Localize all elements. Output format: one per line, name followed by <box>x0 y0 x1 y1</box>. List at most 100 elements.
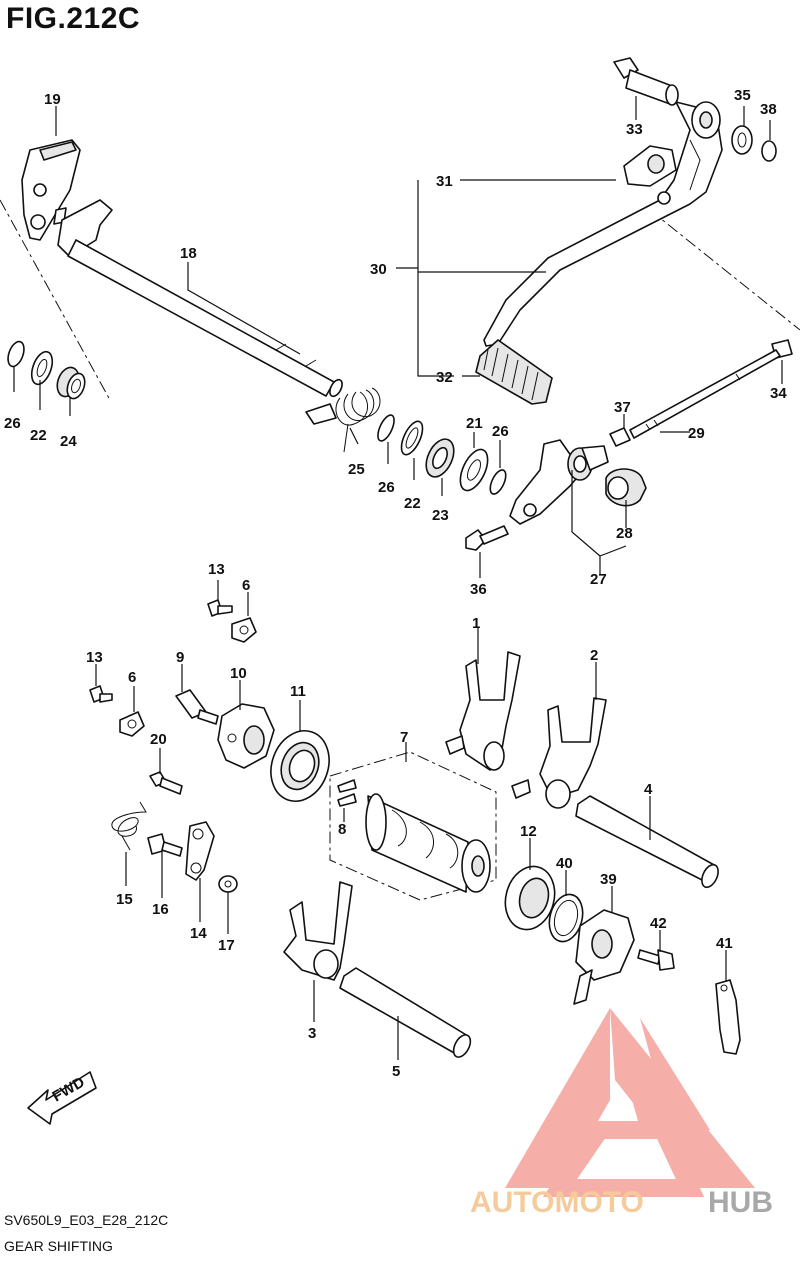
callout-22-left: 22 <box>30 427 47 444</box>
callout-26-left: 26 <box>4 415 21 432</box>
part-10-cam-stopper <box>217 703 275 769</box>
part-41-clamp <box>715 979 741 1055</box>
callout-28: 28 <box>616 525 633 542</box>
part-32-pedal-rubber <box>475 339 553 405</box>
callout-2: 2 <box>590 647 598 664</box>
part-39-gear-position-sensor <box>573 909 635 1005</box>
callout-11: 11 <box>290 683 306 700</box>
callout-29: 29 <box>688 425 705 442</box>
part-18-shift-shaft <box>57 199 343 398</box>
part-31-rod-end <box>623 145 677 187</box>
callout-37: 37 <box>614 399 631 416</box>
part-19-shift-plate <box>21 139 81 241</box>
part-26-clip-right <box>489 469 507 495</box>
callout-17: 17 <box>218 937 235 954</box>
part-26-clip-left <box>7 340 25 368</box>
part-14-lever <box>185 821 215 881</box>
callout-13-upper: 13 <box>208 561 225 578</box>
callout-40: 40 <box>556 855 573 872</box>
callout-labels: 19 18 26 22 24 25 26 22 23 21 26 37 29 3… <box>4 87 787 1080</box>
callout-25: 25 <box>348 461 365 478</box>
watermark-text-2: HUB <box>708 1186 773 1219</box>
part-15-spring <box>111 801 147 851</box>
callout-19: 19 <box>44 91 61 108</box>
part-35-washer <box>731 125 753 155</box>
part-1-shift-fork <box>445 651 521 771</box>
callout-10: 10 <box>230 665 247 682</box>
guide-line-left <box>0 199 111 401</box>
callout-42: 42 <box>650 915 667 932</box>
callout-14: 14 <box>190 925 207 942</box>
part-5-fork-shaft <box>339 967 472 1058</box>
callout-15: 15 <box>116 891 133 908</box>
callout-26-mid: 26 <box>378 479 395 496</box>
callout-24: 24 <box>60 433 77 450</box>
part-36-bolt <box>465 525 509 551</box>
guide-line-right <box>649 209 800 331</box>
callout-36: 36 <box>470 581 487 598</box>
callout-30: 30 <box>370 261 387 278</box>
callout-5: 5 <box>392 1063 400 1080</box>
part-42-bolt <box>637 949 675 971</box>
callout-34: 34 <box>770 385 787 402</box>
watermark-logo: AUTOMOTO HUB <box>470 1008 773 1219</box>
footer-description: GEAR SHIFTING <box>4 1238 113 1254</box>
part-22-washer-upper <box>400 420 424 456</box>
part-23-seal <box>425 438 455 478</box>
callout-22-mid: 22 <box>404 495 421 512</box>
callout-3: 3 <box>308 1025 316 1042</box>
part-30-shift-pedal <box>483 101 723 347</box>
callout-39: 39 <box>600 871 617 888</box>
part-25-spring <box>305 387 381 453</box>
callout-8: 8 <box>338 821 346 838</box>
part-6-plate-upper <box>231 617 257 643</box>
callout-26-right: 26 <box>492 423 509 440</box>
callout-7: 7 <box>400 729 408 746</box>
part-13-screw-upper <box>207 599 233 617</box>
callout-27: 27 <box>590 571 607 588</box>
callout-32: 32 <box>436 369 453 386</box>
part-22-washer-left <box>30 350 54 386</box>
callout-38: 38 <box>760 101 777 118</box>
callout-23: 23 <box>432 507 449 524</box>
callout-1: 1 <box>472 615 480 632</box>
callout-18: 18 <box>180 245 197 262</box>
part-40-oring <box>548 893 584 943</box>
leader-lines <box>13 96 783 1060</box>
figure-title: FIG.212C <box>6 2 141 35</box>
part-26-clip-upper <box>377 414 395 442</box>
callout-9: 9 <box>176 649 184 666</box>
part-17-washer <box>218 875 238 893</box>
part-24-oring <box>56 366 86 400</box>
callout-21: 21 <box>466 415 483 432</box>
callout-35: 35 <box>734 87 751 104</box>
callout-13-lower: 13 <box>86 649 103 666</box>
part-29-shift-rod <box>629 349 781 439</box>
part-9-pin <box>175 689 219 725</box>
fwd-arrow: FWD <box>27 1071 97 1125</box>
callout-33: 33 <box>626 121 643 138</box>
part-16-bolt <box>147 833 183 857</box>
part-27-shift-lever <box>509 439 609 525</box>
callout-20: 20 <box>150 731 167 748</box>
part-37-nut <box>609 427 631 447</box>
part-20-bolt <box>149 771 183 795</box>
callout-41: 41 <box>716 935 733 952</box>
callout-6-lower: 6 <box>128 669 136 686</box>
part-4-fork-shaft <box>575 795 719 889</box>
part-8-pin <box>337 779 357 807</box>
footer-code: SV650L9_E03_E28_212C <box>4 1212 169 1228</box>
part-2-shift-fork <box>511 697 607 809</box>
part-28-cover <box>605 468 647 507</box>
callout-16: 16 <box>152 901 169 918</box>
watermark-text-1: AUTOMOTO <box>470 1186 644 1219</box>
callout-6-upper: 6 <box>242 577 250 594</box>
part-21-washer <box>459 448 489 492</box>
callout-4: 4 <box>644 781 653 798</box>
part-3-shift-fork <box>283 881 353 981</box>
part-7-shift-cam <box>329 751 497 901</box>
part-33-pivot-bolt <box>613 57 679 106</box>
callout-31: 31 <box>436 173 453 190</box>
part-12-bearing <box>504 865 556 931</box>
